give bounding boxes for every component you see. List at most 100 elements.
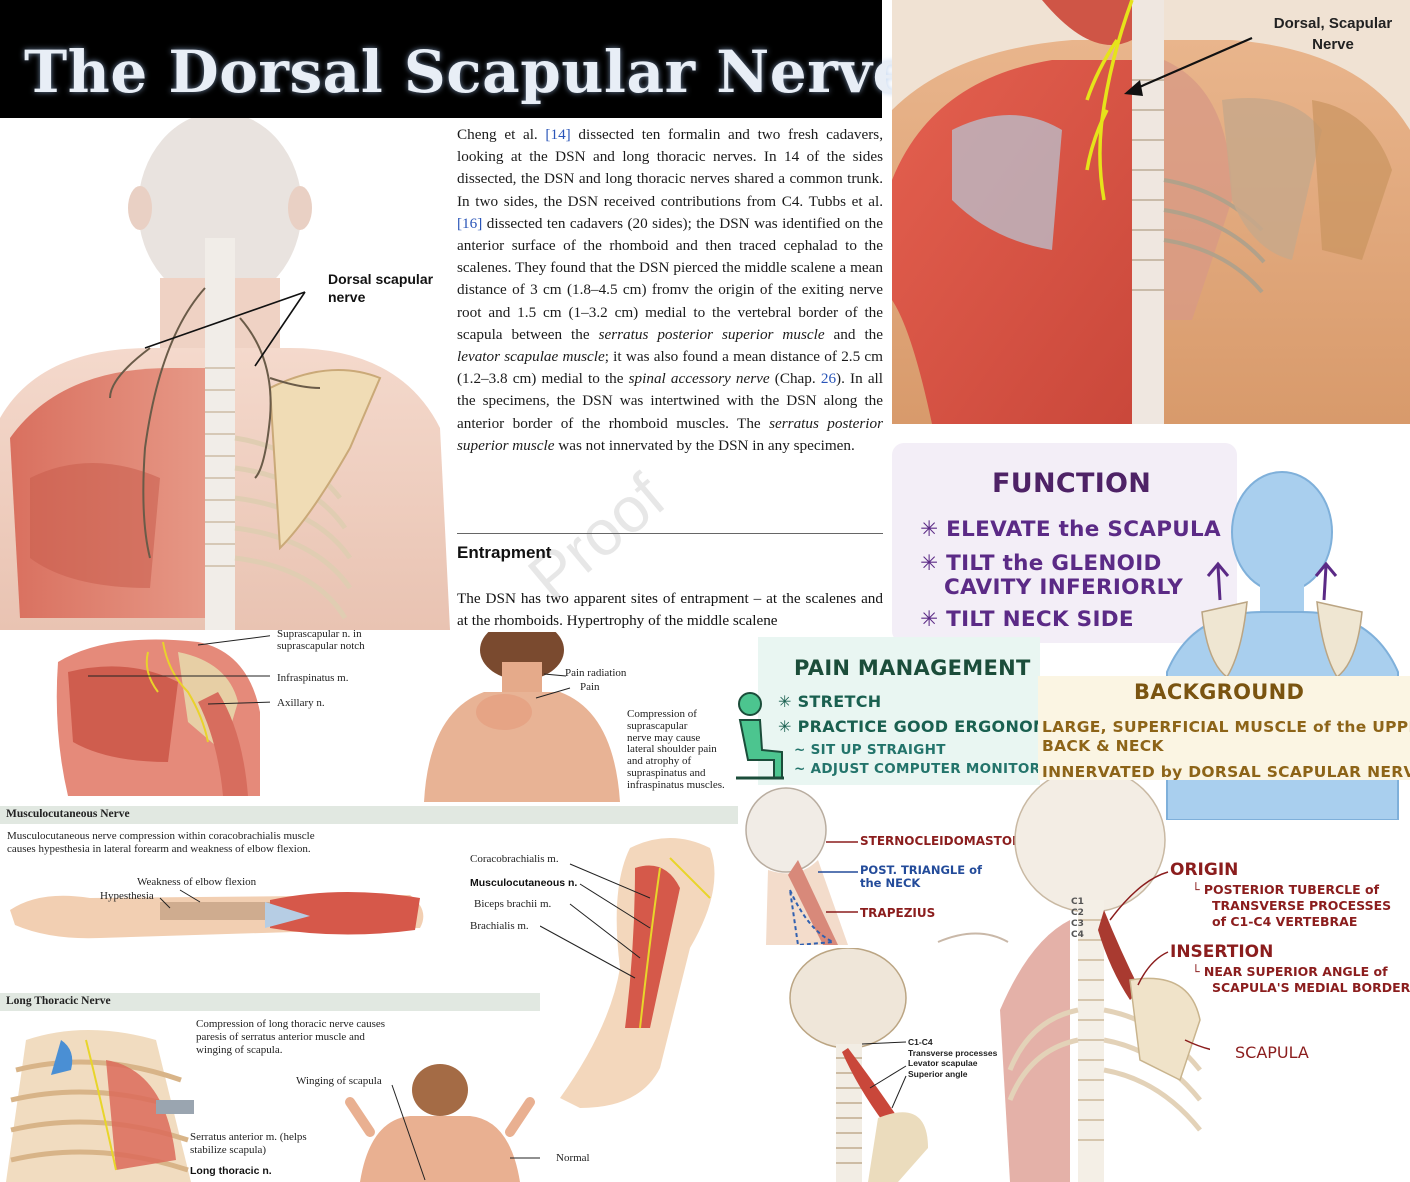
arm-label-4: Brachialis m. [470, 920, 529, 932]
pain-management-card [758, 637, 1040, 785]
arm-label-2: Musculocutaneous n. [470, 877, 578, 889]
weakness-label: Weakness of elbow flexion [137, 876, 257, 888]
function-item-1: ✳ ELEVATE the SCAPULA [920, 518, 1221, 542]
dorsal-scapular-label-line1: Dorsal scapular [328, 271, 434, 287]
long-thoracic-strip: Long Thoracic Nerve [0, 993, 540, 1011]
shoulder-label-4: Axillary n. [277, 697, 325, 709]
pain-management-title: PAIN MANAGEMENT [794, 656, 1031, 680]
musculocutaneous-strip: Musculocutaneous Nerve [0, 806, 738, 824]
long-thoracic-caption-3: winging of scapula. [196, 1044, 283, 1056]
seated-person-icon [736, 692, 784, 780]
arm-label-3: Biceps brachii m. [474, 898, 552, 910]
section-divider [457, 533, 883, 534]
reference-26-link[interactable]: 26 [820, 370, 837, 388]
levator-label-c1c4: C1-C4 [908, 1037, 933, 1047]
skull-shape [138, 118, 302, 304]
pain-sub-bullet: ~ [794, 761, 806, 777]
entrapment-paragraph: The DSN has two apparent sites of entrap… [457, 590, 883, 630]
dorsal-scapular-nerve-label: Dorsal, Scapular Nerve [1268, 13, 1398, 55]
pain-sub-bullet: ~ [794, 742, 806, 758]
long-thoracic-caption-1: Compression of long thoracic nerve cause… [196, 1018, 386, 1030]
function-item-3-text: TILT NECK SIDE [946, 607, 1134, 632]
function-bullet: ✳ [920, 517, 939, 542]
long-thoracic-label: Long thoracic n. [190, 1165, 272, 1177]
nerve-pointer [144, 291, 306, 367]
normal-label: Normal [556, 1152, 590, 1164]
caption-line: supraspinatus and [627, 766, 706, 779]
article-text-a: Cheng et al. [457, 126, 546, 143]
caption-line: nerve may cause [627, 731, 701, 744]
pain-sub-monitors: ~ ADJUST COMPUTER MONITORS [794, 761, 1050, 777]
background-line-2: BACK & NECK [1042, 737, 1164, 755]
shoulder-label-3: Infraspinatus m. [277, 672, 349, 684]
title-banner [0, 0, 882, 118]
post-triangle-line1: POST. TRIANGLE of [860, 863, 982, 877]
pain-item-ergonomics-text: PRACTICE GOOD ERGONOMICS [797, 717, 1080, 736]
function-item-2b: CAVITY INFERIORLY [944, 575, 1184, 600]
article-text-h: was not innervated by the DSN in any spe… [554, 436, 855, 454]
posterior-torso-illustration [0, 118, 450, 630]
right-scapula [1222, 98, 1322, 260]
winging-scapula-illustration [345, 1064, 540, 1182]
origin-label: ORIGIN [1170, 860, 1239, 880]
entrapment-heading: Entrapment [457, 543, 552, 562]
spine-origin-insertion-diagram [1000, 780, 1210, 1182]
article-emph-1: serratus posterior superior muscle [598, 325, 825, 343]
shoulder-illustration [56, 635, 270, 796]
levator-label-levator: Levator scapulae [908, 1058, 978, 1069]
back-muscle-illustration [892, 0, 1410, 424]
origin-line1: POSTERIOR TUBERCLE of [1203, 882, 1380, 897]
article-text-e: ; it was also found a mean distance of 2… [457, 348, 883, 388]
vertebra-c1: C1 [1071, 897, 1084, 907]
article-emph-3: spinal accessory nerve [628, 370, 770, 388]
pain-sub-monitors-text: ADJUST COMPUTER MONITORS [810, 761, 1051, 777]
serratus-label-1: Serratus anterior m. (helps [190, 1131, 307, 1143]
pain-label: Pain [580, 681, 600, 693]
trapezius-label: TRAPEZIUS [860, 906, 936, 920]
levator-labels: C1-C4 Transverse processes Levator scapu… [908, 1037, 997, 1079]
vertebra-labels: C1 C2 C3 C4 [1071, 897, 1084, 941]
elevate-arrow-right [1314, 561, 1338, 601]
scapula-shape [268, 369, 382, 551]
muscle-label-line1: Dorsal, Scapular [1273, 15, 1393, 32]
background-line-3: INNERVATED by DORSAL SCAPULAR NERVE [1042, 763, 1410, 781]
caption-line: infraspinatus muscles. [627, 778, 725, 791]
caption-line: lateral shoulder pain [627, 743, 717, 756]
pain-bullet: ✳ [778, 717, 792, 736]
function-item-2-text: TILT the GLENOID [946, 551, 1162, 576]
vertebra-c4: C4 [1071, 930, 1084, 940]
vertebra-c2: C2 [1071, 908, 1084, 918]
levator-label-transverse: Transverse processes [908, 1047, 998, 1058]
pain-item-stretch-text: STRETCH [797, 692, 882, 711]
origin-line2: TRANSVERSE PROCESSES [1212, 898, 1392, 913]
reference-16-link[interactable]: [16] [457, 214, 483, 232]
rib-cage-illustration [6, 1030, 194, 1182]
sternocleidomastoid-label: STERNOCLEIDOMASTOID [860, 834, 1027, 848]
function-item-1-text: ELEVATE the SCAPULA [946, 517, 1221, 542]
article-text-d: and the [824, 325, 883, 343]
article-emph-2: levator scapulae muscle [457, 348, 605, 366]
origin-details: └ POSTERIOR TUBERCLE of TRANSVERSE PROCE… [1192, 882, 1391, 930]
page-title: The Dorsal Scapular Nerve [24, 38, 910, 106]
pain-item-ergonomics: ✳ PRACTICE GOOD ERGONOMICS [778, 718, 1080, 736]
dorsal-scapular-label: Dorsal scapular nerve [328, 270, 433, 306]
serratus-label-2: stabilize scapula) [190, 1144, 267, 1156]
caption-line: Compression of [627, 708, 697, 720]
suprascapular-caption: Compression of suprascapular nerve may c… [627, 708, 725, 792]
caption-line: and atrophy of [627, 755, 692, 768]
insertion-details: └ NEAR SUPERIOR ANGLE of SCAPULA'S MEDIA… [1192, 964, 1410, 996]
pain-radiation-label: Pain radiation [565, 667, 627, 679]
post-triangle-label: POST. TRIANGLE of the NECK [860, 864, 982, 890]
arm-label-1: Coracobrachialis m. [470, 853, 559, 865]
nerve-pointer [1127, 36, 1253, 94]
dorsal-scapular-nerve-yellow [1085, 0, 1134, 201]
caption-line: suprascapular [627, 719, 688, 732]
vertebra-c3: C3 [1071, 919, 1084, 929]
musculo-caption-1: Musculocutaneous nerve compression withi… [7, 830, 315, 842]
reference-14-link[interactable]: [14] [545, 126, 571, 143]
sub-arrow-glyph: └ [1192, 964, 1200, 979]
pain-item-stretch: ✳ STRETCH [778, 693, 881, 711]
muscle-label-line2: Nerve [1312, 36, 1354, 53]
pain-sub-sit-text: SIT UP STRAIGHT [810, 742, 946, 758]
arm-illustration [540, 838, 715, 1108]
